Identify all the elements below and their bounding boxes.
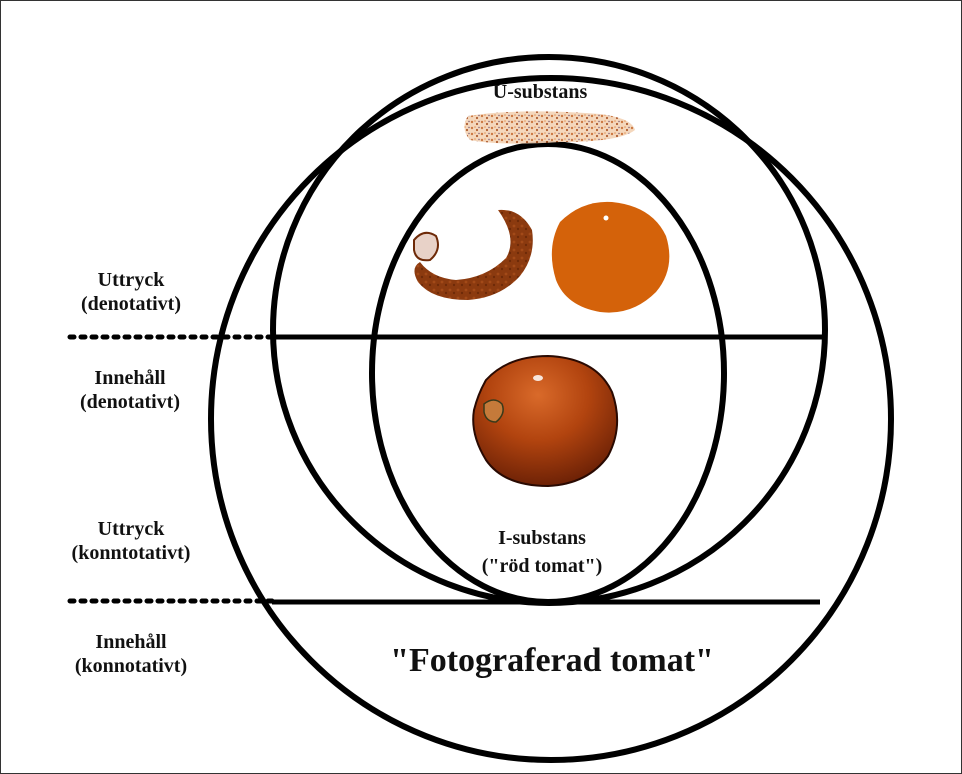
photographed-tomato-label: "Fotograferad tomat" — [390, 642, 714, 679]
content-connotative-label-2: (konnotativt) — [75, 655, 187, 677]
content-denotative-label-1: Innehåll — [94, 367, 166, 389]
tomato-photo-icon — [473, 356, 617, 486]
expression-connotative-label-1: Uttryck — [98, 518, 166, 540]
content-connotative-label-1: Innehåll — [95, 631, 167, 653]
expression-connotative-label-2: (konntotativt) — [72, 542, 191, 564]
u-substance-texture — [464, 111, 635, 143]
brown-paint-stroke-icon — [414, 210, 533, 300]
content-denotative-label-2: (denotativt) — [80, 391, 180, 413]
u-substance-label: U-substans — [493, 81, 588, 103]
orange-tomato-shape-icon — [552, 202, 670, 313]
expression-denotative-label-2: (denotativt) — [81, 293, 181, 315]
expression-denotative-label-1: Uttryck — [98, 269, 166, 291]
i-substance-label: I-substans — [498, 527, 586, 549]
i-substance-sublabel: ("röd tomat") — [482, 555, 603, 577]
